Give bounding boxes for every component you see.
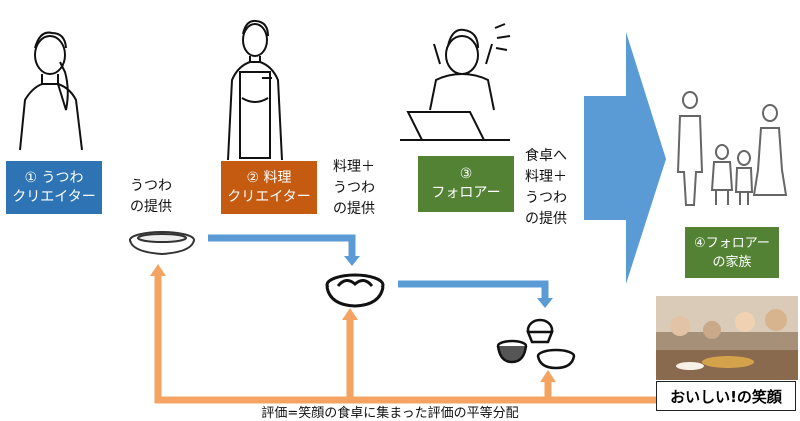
feedback-line [154,272,656,404]
node-follower-family: ④フォロアー の家族 [685,227,779,278]
arrow-dish-to-meal [398,280,549,300]
cooking-woman-illustration [227,19,283,161]
thinking-man-illustration [19,31,83,151]
node-subtitle: の家族 [712,254,752,270]
label-line: 料理＋ [525,169,567,185]
frustrated-man-illustration [400,23,511,141]
node-number: ② [246,169,260,186]
node-subtitle: クリエイター [227,188,311,205]
label-line: の提供 [525,211,567,227]
node-title: 料理 [263,169,292,186]
label-line: うつわ [525,190,567,206]
node-utsuwa-creator: ① うつわ クリエイター [6,161,102,214]
large-flow-arrow [584,32,666,284]
dining-family-photo [656,296,798,380]
label-line: の提供 [130,199,172,215]
label-utsuwa-provide: うつわ の提供 [130,176,172,218]
label-line: うつわ [130,178,172,194]
label-cooking-utsuwa-provide: 料理＋ うつわ の提供 [333,157,375,220]
label-line: 食卓へ [525,148,567,164]
label-line: の提供 [333,201,375,217]
node-subtitle: クリエイター [12,188,96,205]
node-number: ① [24,169,38,186]
node-title: フォロアー [705,235,770,251]
family-illustration [676,91,788,206]
node-cooking-creator: ② 料理 クリエイター [221,161,317,214]
node-title: フォロアー [431,185,501,201]
evaluation-caption: 評価=笑顔の食卓に集まった評価の平等分配 [261,406,519,421]
node-number: ③ [459,166,473,182]
node-number: ④ [694,235,706,251]
empty-plate-illustration [129,231,195,256]
meal-set-illustration [496,318,576,370]
food-bowl-illustration [325,273,385,308]
arrow-plate-to-dish [208,234,356,258]
smile-label: おいしい!の笑顔 [656,381,796,411]
label-table-provide: 食卓へ 料理＋ うつわ の提供 [525,146,567,230]
node-follower: ③ フォロアー [418,156,514,212]
node-title: うつわ [41,169,84,186]
label-line: 料理＋ [333,159,375,175]
label-line: うつわ [333,180,375,196]
